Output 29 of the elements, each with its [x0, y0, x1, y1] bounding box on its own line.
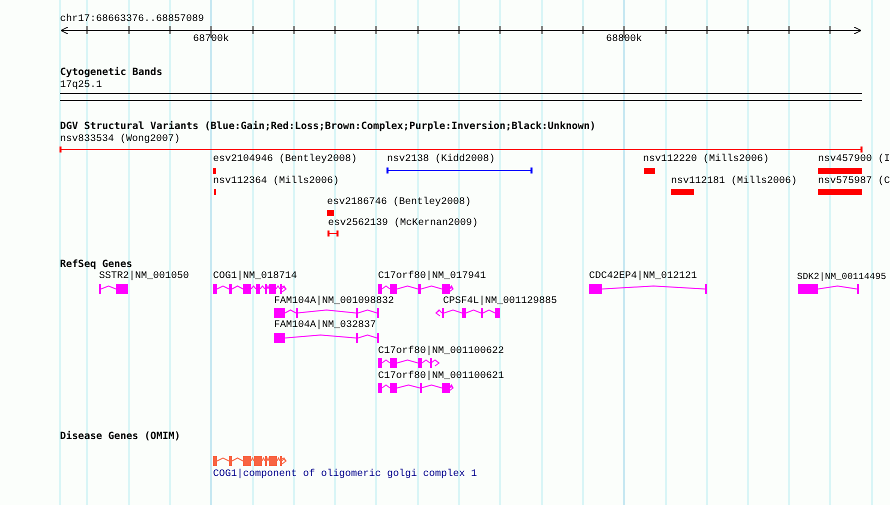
track-title: DGV Structural Variants (Blue:Gain;Red:Loss;Brown:Complex;Purple:Inversion;Black:Unknown)	[60, 121, 596, 133]
gene-label: COG1|NM_018714	[213, 271, 298, 283]
tick-label: 68800k	[606, 34, 642, 46]
gene-label: SSTR2|NM_001050	[99, 271, 190, 283]
variant-label: nsv833534 (Wong2007)	[60, 134, 180, 146]
variant-label: nsv112181 (Mills2006)	[671, 176, 798, 188]
gene-label: SDK2|NM_00114495	[797, 271, 886, 283]
variant-label: nsv2138 (Kidd2008)	[387, 154, 496, 166]
track-title: RefSeq Genes	[60, 259, 132, 270]
gene-label: CPSF4L|NM_001129885	[443, 296, 558, 308]
disease-gene-label: COG1|component of oligomeric golgi complex 1	[213, 469, 478, 481]
gene-label: FAM104A|NM_001098832	[274, 296, 394, 308]
tick-label: 68700k	[193, 34, 230, 46]
ruler-label: chr17:68663376..68857089	[60, 14, 204, 26]
variant-label: esv2562139 (McKernan2009)	[328, 218, 478, 230]
variant-label: esv2104946 (Bentley2008)	[213, 154, 358, 166]
band-label: 17q25.1	[60, 80, 102, 92]
gene-label: CDC42EP4|NM_012121	[589, 271, 698, 283]
variant-label: nsv112220 (Mills2006)	[643, 154, 770, 166]
variant-label: nsv575987 (C	[818, 176, 890, 188]
gene-label: C17orf80|NM_001100622	[378, 346, 504, 358]
variant-label: esv2186746 (Bentley2008)	[327, 197, 472, 209]
gene-label: C17orf80|NM_017941	[378, 271, 486, 283]
gene-label: FAM104A|NM_032837	[274, 320, 376, 332]
gene-label: C17orf80|NM_001100621	[378, 371, 504, 383]
track-title: Cytogenetic Bands	[60, 67, 162, 79]
variant-label: nsv457900 (I	[818, 154, 890, 166]
track-title: Disease Genes (OMIM)	[60, 431, 180, 443]
variant-label: nsv112364 (Mills2006)	[213, 176, 340, 188]
